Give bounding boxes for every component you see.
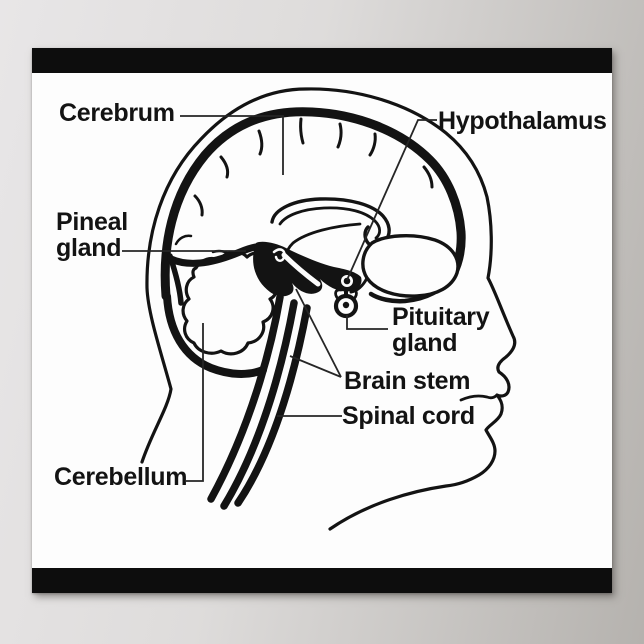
cerebellum-shape (181, 250, 278, 356)
hypothalamus-dot (343, 277, 351, 285)
cortex-sulci (193, 117, 434, 217)
spinal-cord-lines (207, 293, 311, 510)
label-spinal-cord: Spinal cord (342, 402, 475, 430)
pituitary-shape (333, 287, 359, 319)
pituitary-leader (346, 315, 388, 330)
label-pineal-gland: Pineal gland (56, 208, 128, 262)
label-cerebrum: Cerebrum (59, 99, 175, 127)
cerebellum-leader (186, 323, 204, 482)
mouth-line (459, 393, 499, 402)
hypothalamus-leader (346, 119, 437, 281)
thalamus (349, 234, 460, 298)
label-pituitary-gland: Pituitary gland (392, 303, 490, 357)
poster (32, 48, 612, 593)
label-hypothalamus: Hypothalamus (438, 107, 607, 135)
fornix-line (285, 222, 362, 259)
label-cerebellum: Cerebellum (54, 463, 188, 491)
pineal-curl (272, 248, 286, 262)
brain-stem-leader-lower (289, 355, 342, 378)
poster-top-bar (32, 48, 612, 73)
poster-bottom-bar (32, 568, 612, 593)
head-outline (140, 87, 517, 531)
posterior-fossa-arc (163, 292, 267, 378)
leader-lines (122, 115, 437, 482)
label-brain-stem: Brain stem (344, 367, 471, 395)
brain-stem-leader-upper (295, 288, 342, 378)
midbrain-mass (253, 241, 362, 297)
cerebrum-leader (180, 115, 284, 175)
